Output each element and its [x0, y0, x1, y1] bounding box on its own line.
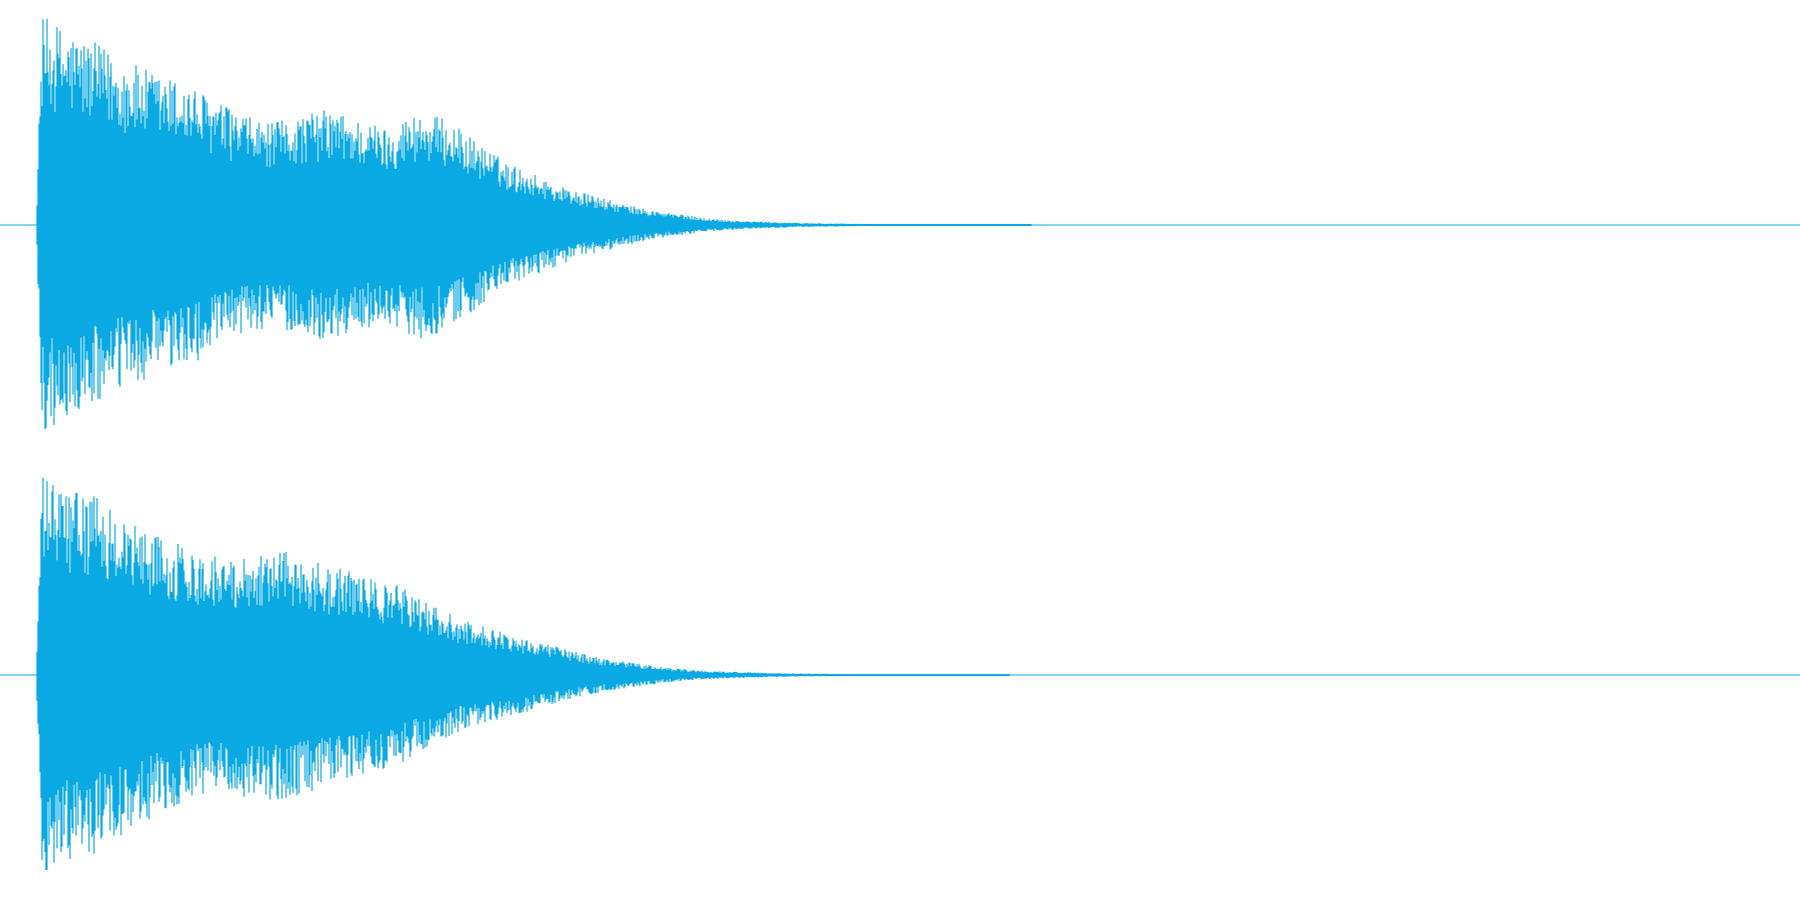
right-channel-track: [0, 477, 1800, 871]
right-channel-waveform: [36, 477, 1010, 871]
left-channel-waveform: [36, 18, 1032, 430]
left-channel-track: [0, 18, 1800, 430]
